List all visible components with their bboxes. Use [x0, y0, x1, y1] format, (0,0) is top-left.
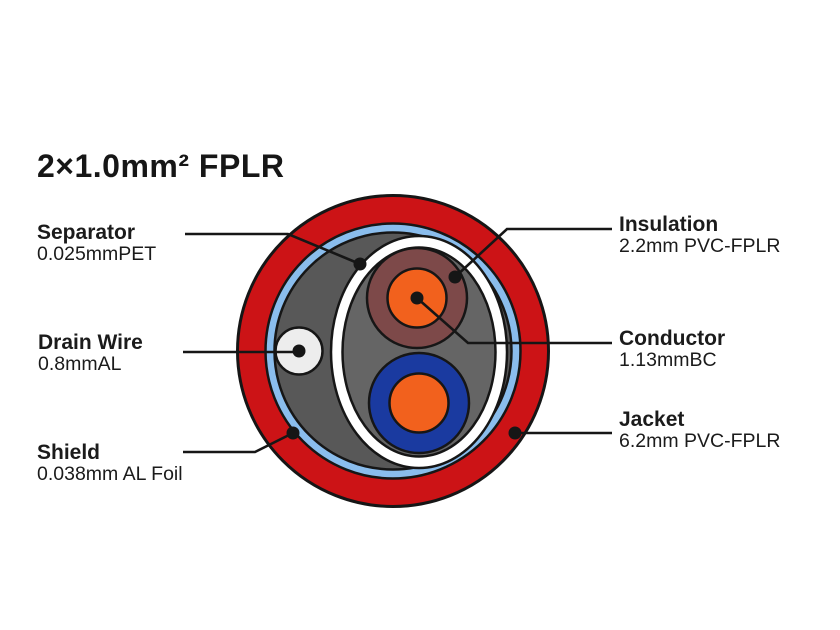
conductor-leader-line — [416, 297, 612, 345]
shield-label: Shield — [37, 441, 101, 464]
drain-wire-value: 0.8mmAL — [38, 353, 122, 375]
insulation-value: 2.2mm PVC-FPLR — [619, 235, 781, 257]
drain-wire-label: Drain Wire — [38, 331, 143, 354]
shield-value: 0.038mm AL Foil — [37, 463, 183, 485]
jacket-label-block: Jacket 6.2mm PVC-FPLR — [619, 409, 780, 452]
separator-dot — [353, 257, 367, 271]
separator-label: Separator — [37, 221, 136, 244]
diagram-title: 2×1.0mm² FPLR — [37, 148, 285, 184]
conductor-bottom-circle — [388, 372, 450, 434]
separator-value: 0.025mmPET — [37, 243, 157, 265]
drain-wire-dot — [292, 344, 306, 358]
insulation-label: Insulation — [619, 213, 719, 236]
insulation-label-block: Insulation 2.2mm PVC-FPLR — [619, 214, 780, 257]
shield-leader-line — [183, 431, 294, 454]
drain-wire-label-block: Drain Wire 0.8mmAL — [38, 332, 143, 375]
separator-label-block: Separator 0.025mmPET — [37, 222, 156, 265]
jacket-dot — [508, 426, 522, 440]
shield-label-block: Shield 0.038mm AL Foil — [37, 442, 183, 485]
conductor-dot — [410, 291, 424, 305]
shield-dot — [286, 426, 300, 440]
conductor-label-block: Conductor 1.13mmBC — [619, 328, 725, 371]
jacket-label: Jacket — [619, 408, 685, 431]
insulation-dot — [448, 270, 462, 284]
insulation-leader-line — [454, 227, 612, 278]
conductor-label: Conductor — [619, 327, 726, 350]
conductor-value: 1.13mmBC — [619, 349, 717, 371]
jacket-value: 6.2mm PVC-FPLR — [619, 430, 781, 452]
separator-leader-line — [185, 232, 361, 266]
